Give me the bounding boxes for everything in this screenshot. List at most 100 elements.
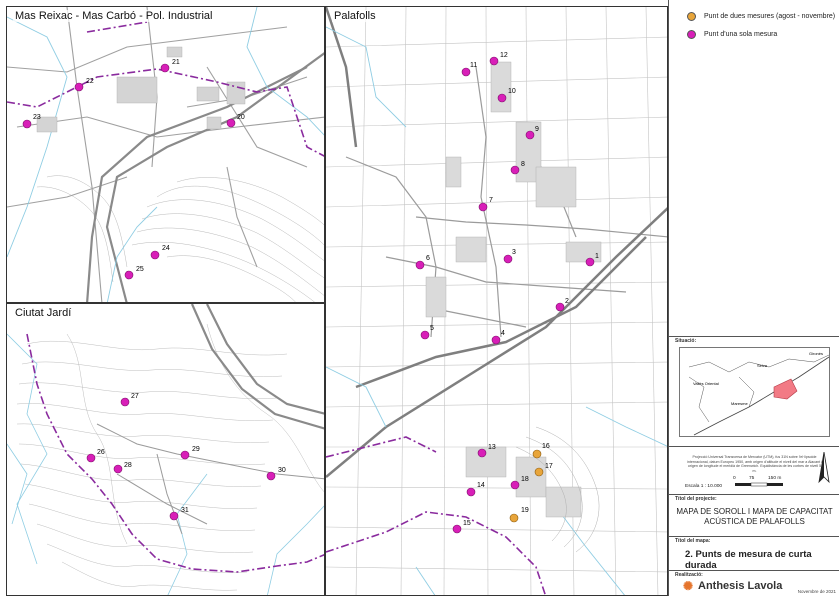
legend-single-measure: Punt d'una sola mesura (687, 30, 777, 39)
measure-point-26[interactable]: 26 (86, 449, 105, 463)
anthesis-logo-icon: ✺ (683, 579, 694, 593)
north-arrow-icon (818, 452, 830, 484)
locator-map[interactable]: Selva Gironès Vallès Oriental Maresme (679, 347, 830, 437)
measure-point-14[interactable]: 14 (466, 482, 485, 497)
panel-title-mas-reixac: Mas Reixac - Mas Carbó - Pol. Industrial (13, 10, 215, 22)
point-label-3: 3 (512, 249, 516, 256)
project-title-line2: ACÚSTICA DE PALAFOLLS (704, 517, 805, 526)
point-label-13: 13 (488, 444, 496, 451)
scale-tick-75: 75 (749, 476, 755, 481)
projection-credits: Projecció Universal Transversa de Mercat… (687, 455, 822, 474)
measure-point-13[interactable]: 13 (477, 444, 496, 458)
measure-point-19[interactable]: 19 (509, 507, 529, 523)
panel-palafolls[interactable]: Palafolls (325, 6, 668, 596)
scale-bar (735, 482, 783, 487)
measure-point-4[interactable]: 4 (491, 330, 505, 345)
point-label-8: 8 (521, 161, 525, 168)
measure-point-30[interactable]: 30 (266, 467, 286, 481)
point-label-10: 10 (508, 88, 516, 95)
point-label-24: 24 (162, 245, 170, 252)
author-block: Realització: ✺ Anthesis Lavola Novembre … (669, 570, 839, 596)
measure-point-20[interactable]: 20 (226, 114, 245, 128)
measure-point-27[interactable]: 27 (120, 393, 139, 407)
measure-point-10[interactable]: 10 (497, 88, 516, 103)
situacio-label: Situació: (675, 338, 697, 344)
point-label-5: 5 (430, 325, 434, 332)
measure-point-1[interactable]: 1 (585, 253, 599, 267)
panel-mas-reixac[interactable]: Mas Reixac - Mas Carbó - Pol. Industrial (6, 6, 325, 303)
map-mas-reixac[interactable]: 21 22 23 20 24 25 (7, 7, 325, 303)
panel-ciutat-jardi[interactable]: Ciutat Jardí (6, 303, 325, 596)
point-label-19: 19 (521, 507, 529, 514)
orange-dot-icon (687, 12, 696, 21)
map-palafolls[interactable]: 12 11 10 9 8 7 6 3 1 2 5 4 13 16 17 18 1… (326, 7, 668, 596)
measure-point-22[interactable]: 22 (74, 78, 94, 92)
map-title-label: Títol del mapa: (675, 538, 711, 544)
measure-point-18[interactable]: 18 (510, 476, 529, 490)
measure-point-6[interactable]: 6 (415, 255, 430, 270)
point-label-15: 15 (463, 520, 471, 527)
point-label-7: 7 (489, 197, 493, 204)
magenta-dot-icon (687, 30, 696, 39)
point-label-29: 29 (192, 446, 200, 453)
panel-title-palafolls: Palafolls (332, 10, 378, 22)
author-label: Realització: (675, 572, 703, 578)
measure-point-31[interactable]: 31 (169, 507, 189, 521)
point-label-21: 21 (172, 59, 180, 66)
measure-point-17[interactable]: 17 (534, 463, 553, 477)
measure-point-24[interactable]: 24 (150, 245, 170, 260)
map-title-block: Títol del mapa: 2. Punts de mesura de cu… (669, 536, 839, 571)
scale-tick-150: 150 m (768, 476, 782, 481)
measure-point-16[interactable]: 16 (532, 443, 550, 459)
measure-point-12[interactable]: 12 (489, 52, 508, 66)
project-title-line1: MAPA DE SOROLL I MAPA DE CAPACITAT (676, 507, 833, 516)
credits-block: Projecció Universal Transversa de Mercat… (669, 446, 839, 494)
measure-point-5[interactable]: 5 (420, 325, 434, 340)
point-label-18: 18 (521, 476, 529, 483)
measure-point-23[interactable]: 23 (22, 114, 41, 129)
project-title-label: Títol del projecte: (675, 496, 717, 502)
anthesis-logo: ✺ Anthesis Lavola (683, 580, 782, 592)
point-label-22: 22 (86, 78, 94, 85)
measure-point-28[interactable]: 28 (113, 462, 132, 474)
place-label-girones: Gironès (809, 351, 823, 356)
author-date: Novembre de 2021 (797, 589, 836, 594)
measure-point-2[interactable]: 2 (555, 298, 569, 312)
point-label-25: 25 (136, 266, 144, 273)
project-title-block: Títol del projecte: MAPA DE SOROLL I MAP… (669, 494, 839, 536)
legend-single-measure-label: Punt d'una sola mesura (704, 31, 778, 38)
measure-point-8[interactable]: 8 (510, 161, 525, 175)
measure-point-9[interactable]: 9 (525, 126, 539, 140)
point-label-26: 26 (97, 449, 105, 456)
legend-two-measures: Punt de dues mesures (agost - novembre) (687, 12, 835, 21)
place-label-selva: Selva (757, 363, 768, 368)
point-label-4: 4 (501, 330, 505, 337)
map-title: 2. Punts de mesura de curta durada (685, 549, 812, 571)
measure-point-25[interactable]: 25 (124, 266, 144, 280)
measure-point-11[interactable]: 11 (461, 62, 477, 77)
point-label-9: 9 (535, 126, 539, 133)
point-label-2: 2 (565, 298, 569, 305)
point-label-16: 16 (542, 443, 550, 450)
point-label-23: 23 (33, 114, 41, 121)
point-label-1: 1 (595, 253, 599, 260)
scale-label: Escala 1 : 10.000 (685, 484, 723, 489)
measure-point-15[interactable]: 15 (452, 520, 471, 534)
panel-title-ciutat-jardi: Ciutat Jardí (13, 307, 74, 319)
point-label-31: 31 (181, 507, 189, 514)
legend-two-measures-label: Punt de dues mesures (agost - novembre) (704, 13, 836, 20)
point-label-17: 17 (545, 463, 553, 470)
measure-point-29[interactable]: 29 (180, 446, 200, 460)
measure-point-3[interactable]: 3 (503, 249, 516, 264)
measure-point-7[interactable]: 7 (478, 197, 493, 212)
point-label-11: 11 (470, 62, 477, 69)
point-label-6: 6 (426, 255, 430, 262)
scale-tick-0: 0 (733, 476, 736, 481)
point-label-30: 30 (278, 467, 286, 474)
point-label-28: 28 (124, 462, 132, 469)
measure-point-21[interactable]: 21 (160, 59, 180, 73)
legend-panel: Punt de dues mesures (agost - novembre) … (668, 0, 839, 596)
place-label-valles-oriental: Vallès Oriental (693, 381, 719, 386)
map-ciutat-jardi[interactable]: 27 26 28 29 30 31 (7, 304, 325, 596)
place-label-maresme: Maresme (731, 401, 748, 406)
